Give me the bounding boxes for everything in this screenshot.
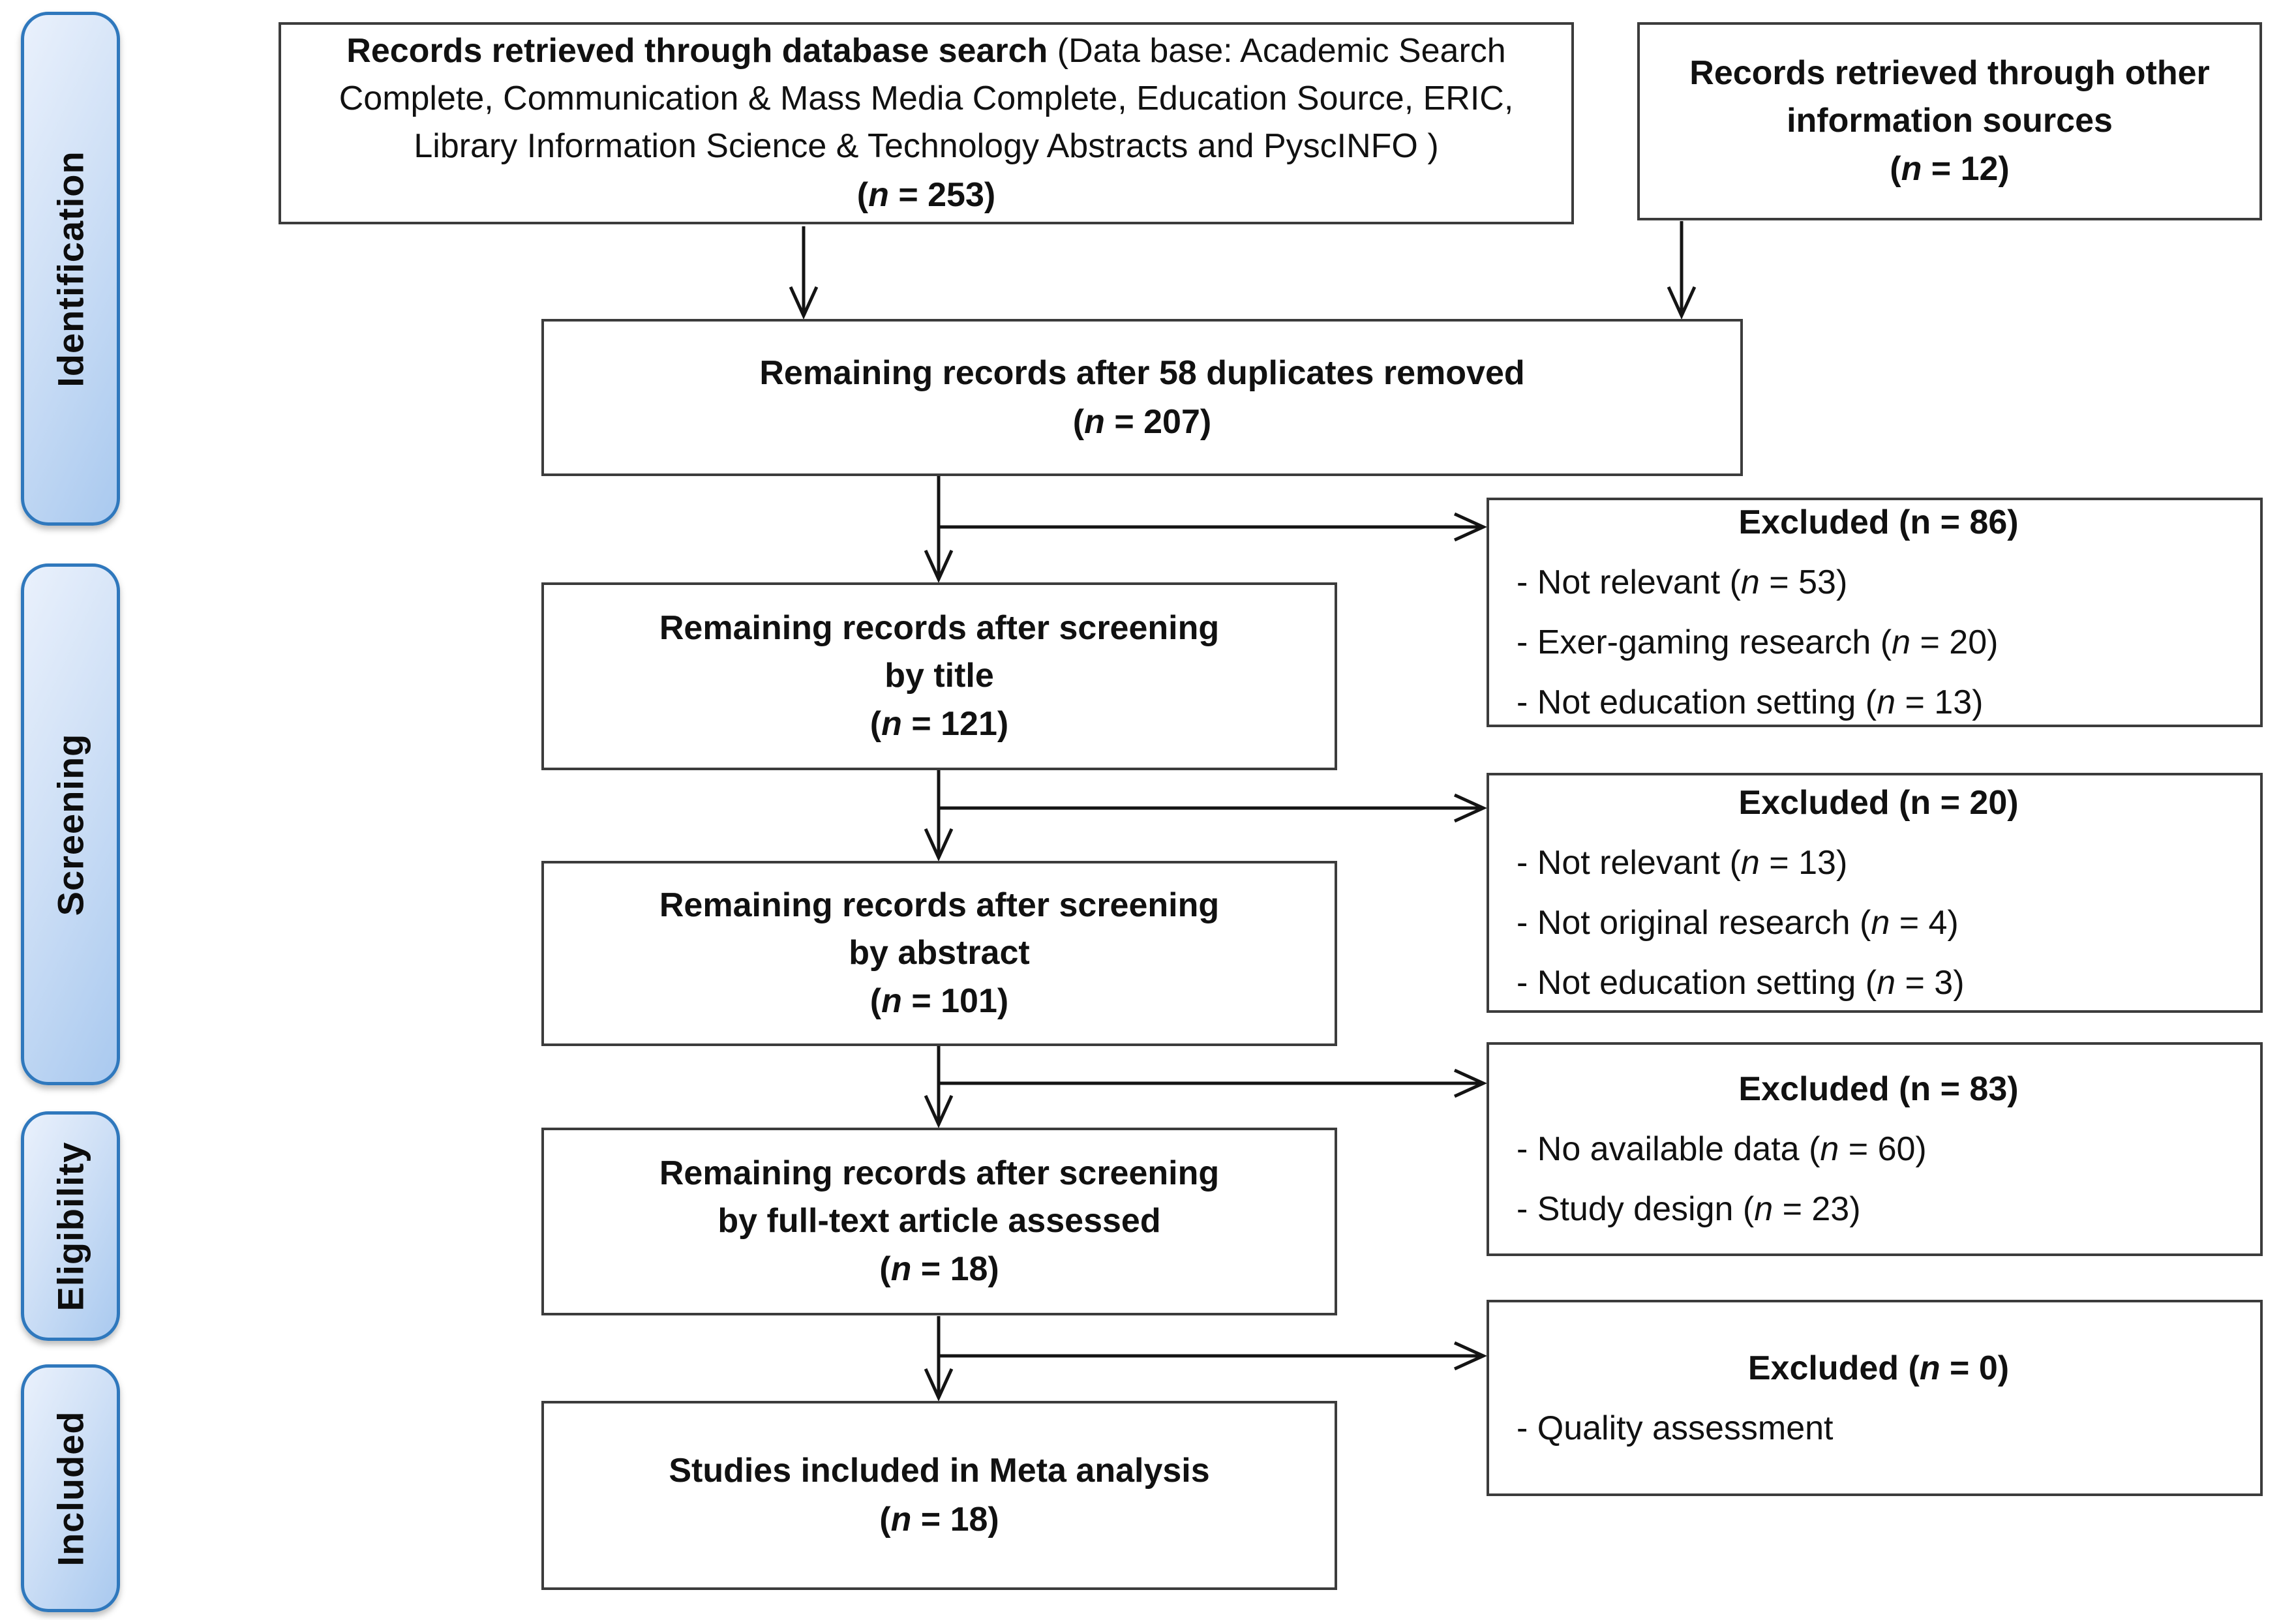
arrowhead-fulltext-to-included (924, 1368, 954, 1402)
phase-tab-included: Included (21, 1364, 120, 1612)
box-excluded-1: Excluded (n = 86) Not relevant (n = 53) … (1487, 498, 2263, 727)
box-excluded-2-label: Excluded (1738, 784, 1899, 822)
excluded-4-item-1: Quality assessment (1517, 1403, 2241, 1454)
box-other-sources: Records retrieved through other informat… (1637, 22, 2262, 220)
box-database-search-detail: (Data base: Academic Search Complete, Co… (339, 32, 1514, 165)
excluded-2-item-1: Not relevant (n = 13) (1517, 837, 2241, 888)
arrowhead-title-to-abstract (924, 828, 954, 862)
box-included-meta-analysis: Studies included in Meta analysis (n = 1… (541, 1401, 1337, 1590)
excluded-1-item-3: Not education setting (n = 13) (1517, 677, 2241, 728)
box-database-search-count: (n = 253) (856, 175, 996, 214)
phase-tab-screening: Screening (21, 563, 120, 1085)
box-duplicates-removed-line1: Remaining records after 58 duplicates re… (759, 353, 1525, 392)
box-excluded-1-label: Excluded (1738, 503, 1899, 541)
box-excluded-3-count: (n = 83) (1899, 1070, 2019, 1108)
box-excluded-4: Excluded (n = 0) Quality assessment (1487, 1300, 2263, 1496)
excluded-3-item-1: No available data (n = 60) (1517, 1124, 2241, 1175)
box-excluded-3: Excluded (n = 83) No available data (n =… (1487, 1042, 2263, 1256)
box-included-meta-analysis-line1: Studies included in Meta analysis (669, 1452, 1210, 1490)
box-other-sources-count: (n = 12) (1890, 150, 2010, 188)
excluded-1-item-2: Exer-gaming research (n = 20) (1517, 617, 2241, 668)
box-excluded-1-header: Excluded (n = 86) (1517, 497, 2241, 548)
box-duplicates-removed: Remaining records after 58 duplicates re… (541, 319, 1743, 476)
arrowhead-to-excluded-4 (1453, 1341, 1488, 1371)
box-screen-by-fulltext-line1: Remaining records after screening (659, 1154, 1220, 1192)
box-excluded-2-count: (n = 20) (1899, 784, 2019, 822)
arrowhead-to-excluded-1 (1453, 512, 1488, 542)
excluded-1-item-1: Not relevant (n = 53) (1517, 557, 2241, 608)
phase-tab-identification: Identification (21, 12, 120, 526)
box-included-meta-analysis-count: (n = 18) (879, 1501, 999, 1538)
box-screen-by-abstract-count: (n = 101) (869, 982, 1009, 1021)
excluded-3-item-2: Study design (n = 23) (1517, 1184, 2241, 1235)
box-screen-by-fulltext-line2: by full-text article assessed (718, 1201, 1161, 1240)
box-screen-by-abstract-line1: Remaining records after screening (659, 886, 1220, 924)
box-screen-by-fulltext-count: (n = 18) (879, 1250, 999, 1289)
box-other-sources-line1: Records retrieved through other (1689, 53, 2210, 92)
box-excluded-4-count: (n = 0) (1908, 1349, 2010, 1387)
arrowhead-abstract-to-fulltext (924, 1094, 954, 1129)
box-excluded-2-header: Excluded (n = 20) (1517, 777, 2241, 828)
box-screen-by-title: Remaining records after screening by tit… (541, 582, 1337, 770)
arrowhead-to-excluded-2 (1453, 793, 1488, 823)
box-screen-by-title-line1: Remaining records after screening (659, 608, 1220, 647)
box-screen-by-abstract-line2: by abstract (849, 933, 1030, 972)
excluded-2-item-3: Not education setting (n = 3) (1517, 957, 2241, 1008)
box-other-sources-line2: information sources (1787, 101, 2113, 140)
box-screen-by-fulltext: Remaining records after screening by ful… (541, 1128, 1337, 1315)
box-screen-by-title-line2: by title (884, 656, 994, 695)
excluded-2-item-2: Not original research (n = 4) (1517, 897, 2241, 948)
arrowhead-to-excluded-3 (1453, 1068, 1488, 1098)
box-excluded-3-header: Excluded (n = 83) (1517, 1064, 2241, 1115)
phase-tab-eligibility: Eligibility (21, 1111, 120, 1341)
box-excluded-2: Excluded (n = 20) Not relevant (n = 13) … (1487, 773, 2263, 1013)
box-database-search-lead: Records retrieved through database searc… (346, 32, 1057, 70)
arrowhead-duplicates-to-title (924, 549, 954, 584)
box-excluded-4-header: Excluded (n = 0) (1517, 1343, 2241, 1394)
arrowhead-database-to-duplicates (789, 286, 819, 320)
box-screen-by-abstract: Remaining records after screening by abs… (541, 861, 1337, 1046)
box-duplicates-removed-count: (n = 207) (1072, 402, 1212, 441)
arrowhead-othersources-to-duplicates (1667, 286, 1697, 320)
box-excluded-4-label: Excluded (1747, 1349, 1909, 1387)
box-database-search: Records retrieved through database searc… (279, 22, 1574, 224)
box-excluded-1-count: (n = 86) (1899, 503, 2019, 541)
box-screen-by-title-count: (n = 121) (869, 705, 1009, 743)
box-excluded-3-label: Excluded (1738, 1070, 1899, 1108)
box-database-search-text: Records retrieved through database searc… (306, 27, 1547, 170)
